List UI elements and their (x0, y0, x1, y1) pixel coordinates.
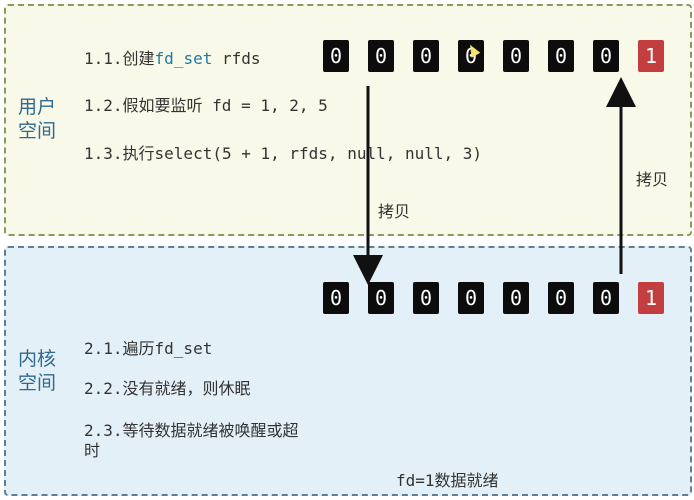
kernel-bit-1: 0 (368, 282, 394, 314)
copy-up-label: 拷贝 (636, 170, 669, 189)
kernel-bit-4: 0 (503, 282, 529, 314)
user-step-1: 1.1.创建fd_set rfds (84, 49, 261, 69)
user-step-1-prefix: 1.1.创建 (84, 49, 155, 68)
kernel-bit-5: 0 (548, 282, 574, 314)
user-step-2: 1.2.假如要监听 fd = 1, 2, 5 (84, 96, 328, 115)
user-bit-0: 0 (323, 40, 349, 72)
user-bit-1: 0 (368, 40, 394, 72)
kernel-bit-0: 0 (323, 282, 349, 314)
user-space-zone (4, 4, 692, 236)
user-step-3: 1.3.执行select(5 + 1, rfds, null, null, 3) (84, 144, 483, 163)
user-fd-set-bits: 0 0 0 0 0 0 0 1 (323, 40, 664, 72)
kernel-space-title: 内核 空间 (18, 347, 62, 395)
user-bit-3: 0 (458, 40, 484, 72)
user-space-title: 用户 空间 (18, 95, 62, 143)
user-space-title-line2: 空间 (18, 120, 57, 142)
kernel-step-3: 2.3.等待数据就绪被唤醒或超时 (84, 421, 299, 460)
user-step-1-highlight: fd_set (154, 49, 213, 68)
fd-ready-note: fd=1数据就绪 (396, 471, 499, 490)
kernel-step-1: 2.1.遍历fd_set (84, 339, 213, 358)
user-bit-7: 1 (638, 40, 664, 72)
kernel-space-title-line2: 空间 (18, 372, 57, 394)
user-bit-2: 0 (413, 40, 439, 72)
user-bit-5: 0 (548, 40, 574, 72)
kernel-fd-set-bits: 0 0 0 0 0 0 0 1 (323, 282, 664, 314)
kernel-step-2: 2.2.没有就绪，则休眠 (84, 379, 251, 398)
user-bit-4: 0 (503, 40, 529, 72)
copy-down-label: 拷贝 (378, 202, 411, 221)
kernel-bit-6: 0 (593, 282, 619, 314)
user-bit-6: 0 (593, 40, 619, 72)
kernel-space-title-line1: 内核 (18, 348, 57, 370)
user-step-1-suffix: rfds (212, 49, 261, 68)
kernel-bit-3: 0 (458, 282, 484, 314)
kernel-bit-7: 1 (638, 282, 664, 314)
kernel-bit-2: 0 (413, 282, 439, 314)
user-space-title-line1: 用户 (18, 96, 57, 118)
